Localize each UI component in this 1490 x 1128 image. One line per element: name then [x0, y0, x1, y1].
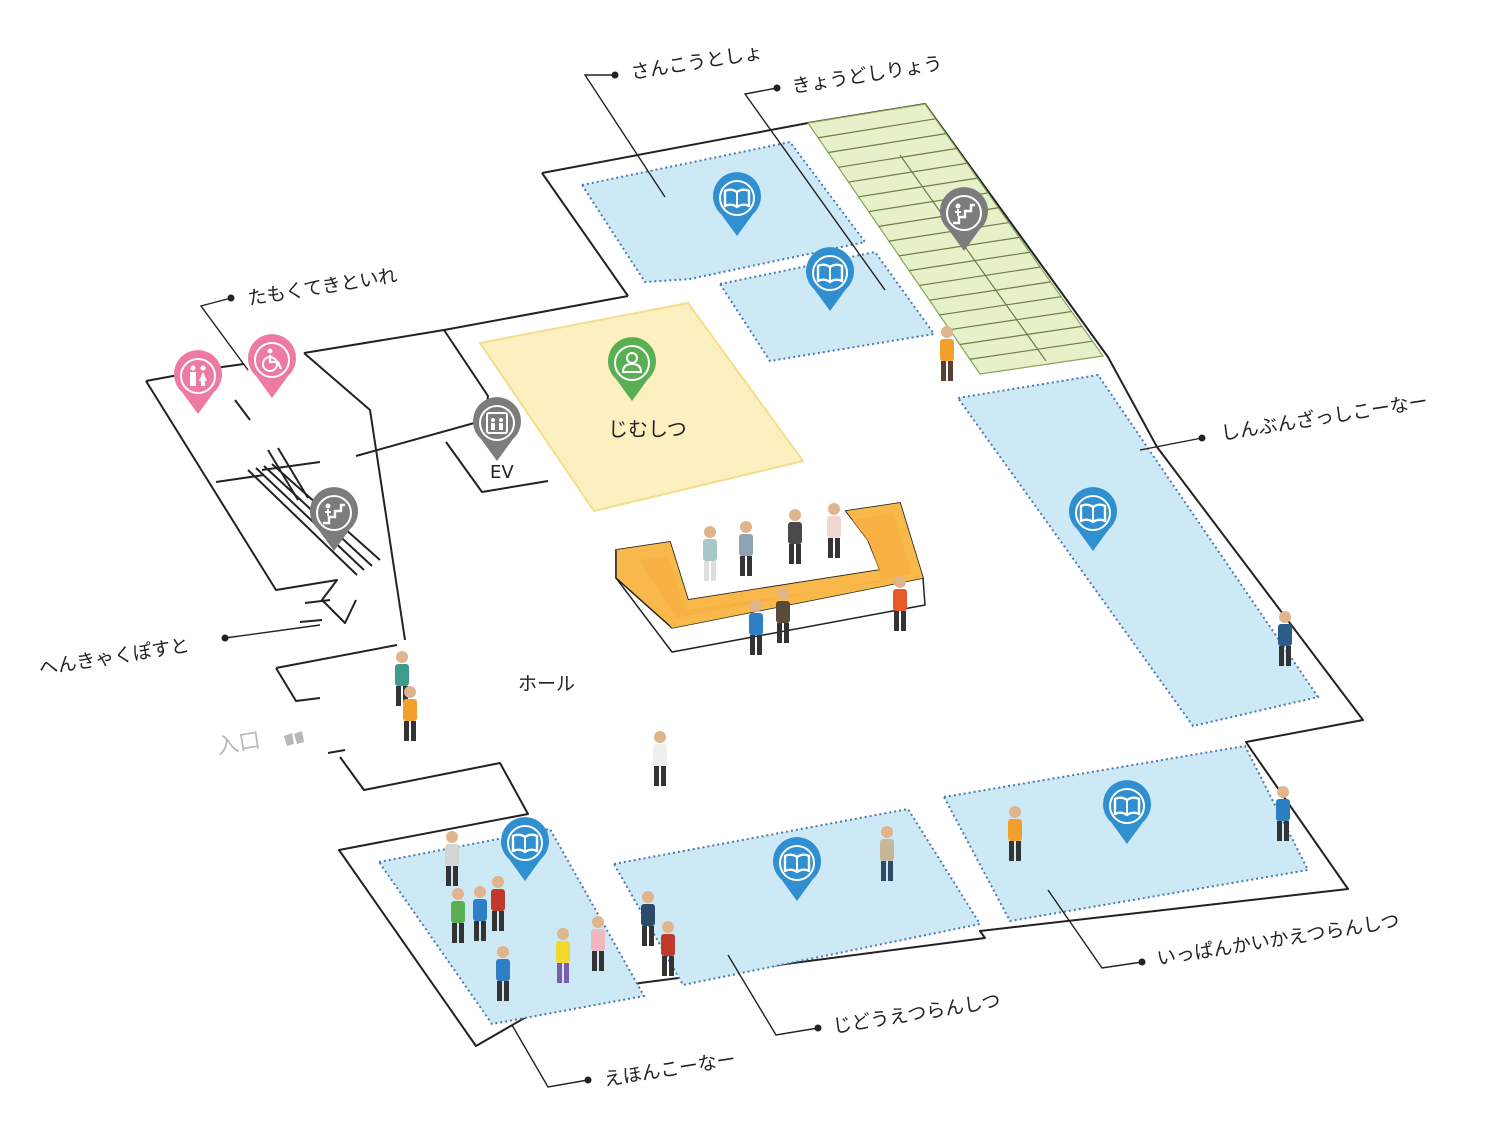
reference-pin[interactable]	[713, 172, 761, 236]
person-figure	[556, 928, 570, 983]
label-elevator: EV	[490, 462, 514, 483]
person-figure	[893, 576, 907, 631]
person-figure	[653, 731, 667, 786]
label-reference: さんこうとしょ	[629, 41, 764, 84]
label-return-post: へんきゃくぽすと	[37, 634, 191, 680]
label-hall: ホール	[518, 673, 575, 695]
person-figure	[739, 521, 753, 576]
stairs-icon	[953, 203, 975, 225]
office-area	[478, 301, 805, 513]
label-local-history: きょうどしりょう	[790, 52, 944, 98]
person-figure	[940, 326, 954, 381]
office-pin[interactable]	[608, 337, 656, 401]
children-reading-pin[interactable]	[773, 837, 821, 901]
lower-stairs-pin[interactable]	[310, 487, 358, 551]
label-office: じむしつ	[608, 417, 687, 441]
leader-lines	[199, 71, 1206, 1088]
person-figure	[451, 888, 465, 943]
newspaper-corner-area	[956, 373, 1320, 728]
label-general-reading: いっぱんかいかえつらんしつ	[1155, 910, 1401, 970]
person-figure	[591, 916, 605, 971]
general-reading-pin[interactable]	[1103, 780, 1151, 844]
person-figure	[491, 876, 505, 931]
elevator-icon	[486, 412, 508, 434]
person-figure	[1276, 786, 1290, 841]
elevator-pin[interactable]	[473, 397, 521, 461]
label-picture-books: えほんこーなー	[602, 1048, 737, 1091]
label-multipurpose-toilet: たもくてきといれ	[246, 265, 398, 310]
label-children-reading: じどうえつらんしつ	[831, 990, 1002, 1038]
person-figure	[1008, 806, 1022, 861]
label-newspaper: しんぶんざっしこーなー	[1219, 390, 1429, 445]
person-figure	[827, 503, 841, 558]
person-figure	[395, 651, 409, 706]
person-figure	[749, 600, 763, 655]
person-figure	[1278, 611, 1292, 666]
service-counter	[615, 502, 926, 653]
wheelchair-icon	[262, 348, 283, 372]
picture-book-corner-area	[377, 827, 646, 1026]
staff-icon	[621, 352, 643, 373]
picture-books-pin[interactable]	[501, 817, 549, 881]
entrance-arrow-icon	[284, 733, 294, 746]
upper-stairs-pin[interactable]	[940, 187, 988, 251]
person-figure	[445, 831, 459, 886]
entrance-marker: 入口	[215, 728, 304, 760]
person-figure	[641, 891, 655, 946]
stairs-icon	[323, 503, 345, 525]
person-figure	[403, 686, 417, 741]
person-figure	[776, 588, 790, 643]
person-figure	[703, 526, 717, 581]
person-figure	[788, 509, 802, 564]
accessible-toilet-pin[interactable]	[248, 334, 296, 398]
newspaper-pin[interactable]	[1069, 487, 1117, 551]
people-figures	[395, 326, 1292, 1001]
person-figure	[661, 921, 675, 976]
toilet-pin[interactable]	[174, 350, 222, 414]
person-figure	[496, 946, 510, 1001]
toilet-icon	[190, 365, 207, 386]
local-history-pin[interactable]	[806, 247, 854, 311]
person-figure	[880, 826, 894, 881]
person-figure	[473, 886, 487, 941]
label-entrance: 入口	[215, 728, 262, 760]
